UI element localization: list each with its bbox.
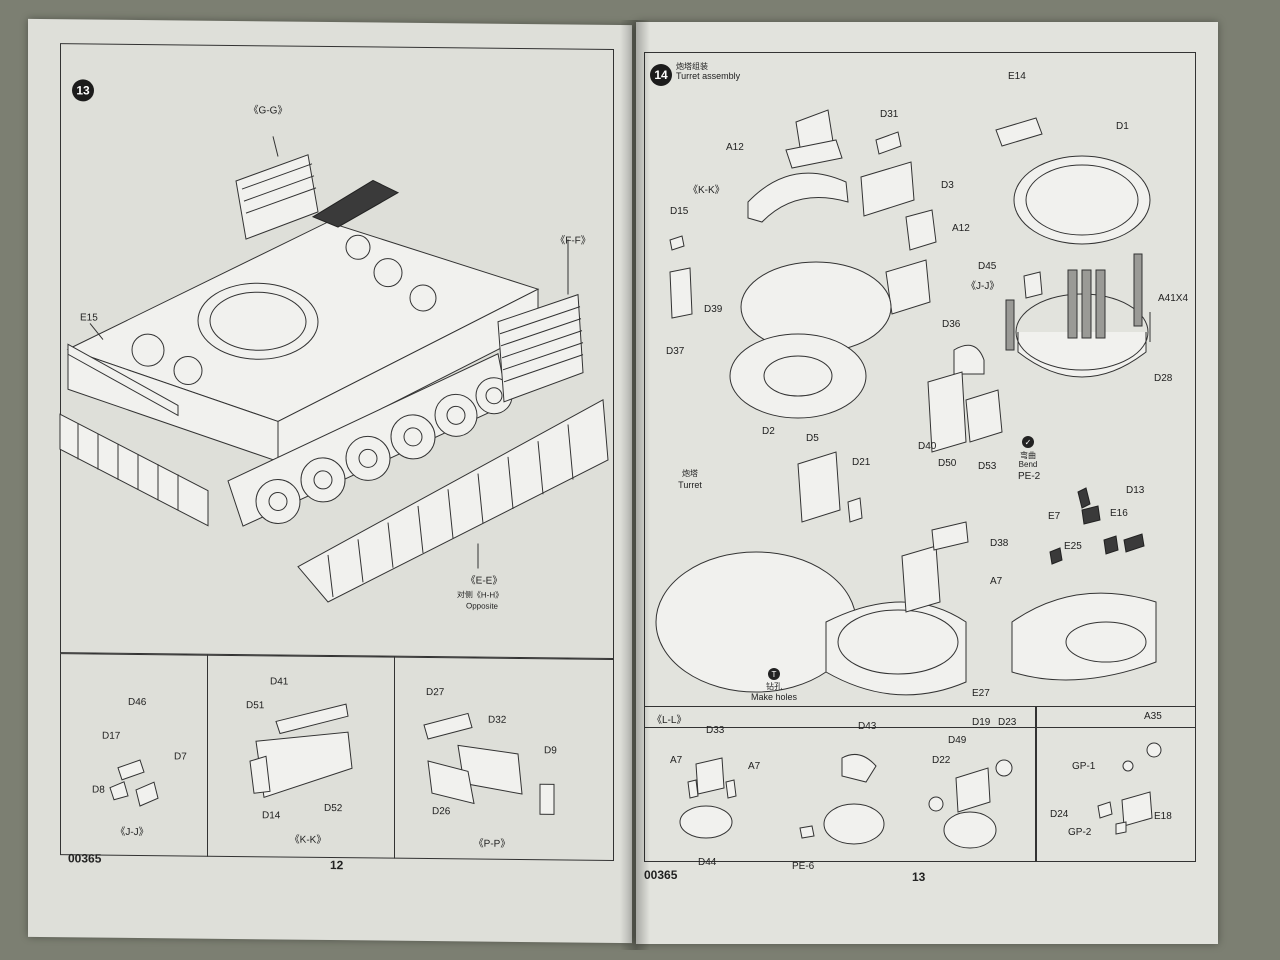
ll-part-d43: D43 <box>858 721 877 732</box>
page-number-right: 13 <box>912 870 926 884</box>
subpanel-parts-drawing <box>28 19 632 943</box>
bend-label-cn: 弯曲 <box>1020 451 1036 460</box>
part-pe2: PE-2 <box>1018 471 1041 482</box>
gp-part-e18: E18 <box>1154 811 1172 822</box>
holes-label: Make holes <box>750 692 798 702</box>
gp-part-gp2: GP-2 <box>1068 827 1092 838</box>
instruction-page-left: 13 <box>28 18 632 944</box>
part-e25: E25 <box>1064 541 1082 552</box>
pp-part-2: D32 <box>488 714 507 726</box>
turret-label: Turret <box>678 480 702 490</box>
kit-code-right: 00365 <box>644 868 678 882</box>
ll-part-d19: D19 <box>972 717 991 728</box>
ll-parts-drawing <box>636 22 1218 944</box>
turret-drawing <box>636 22 1218 944</box>
ll-caption: 《L-L》 <box>652 715 687 726</box>
gp-part-gp1: GP-1 <box>1072 761 1096 772</box>
part-jj: 《J-J》 <box>966 281 1000 292</box>
part-d50: D50 <box>938 458 957 469</box>
part-d1: D1 <box>1116 121 1129 132</box>
book-spine-shadow <box>620 20 650 950</box>
part-d39: D39 <box>704 304 723 315</box>
part-d37: D37 <box>666 346 685 357</box>
drill-symbol-icon: T <box>768 668 780 680</box>
pp-part-4: D26 <box>432 806 451 818</box>
part-d21: D21 <box>852 457 871 468</box>
part-d36: D36 <box>942 319 961 330</box>
step-14-frame <box>644 52 1196 728</box>
kk-part-2: D51 <box>246 700 265 712</box>
part-a12-right: A12 <box>952 223 970 234</box>
part-d38: D38 <box>990 538 1009 549</box>
ll-part-pe6: PE-6 <box>792 861 815 872</box>
part-d40: D40 <box>918 441 937 452</box>
step-14-badge: 14 <box>650 64 672 86</box>
jj-part-3: D7 <box>174 751 187 763</box>
part-d2: D2 <box>762 426 775 437</box>
jj-part-4: D8 <box>92 784 105 796</box>
part-d31: D31 <box>880 109 899 120</box>
pp-part-3: D9 <box>544 745 557 757</box>
ll-part-d33: D33 <box>706 725 725 736</box>
turret-label-cn: 炮塔 <box>682 469 698 478</box>
kk-caption: 《K-K》 <box>289 834 327 846</box>
ll-part-a7-left: A7 <box>670 755 683 766</box>
part-a12-top: A12 <box>726 142 744 153</box>
part-kk: 《K-K》 <box>688 185 725 196</box>
page-number-left: 12 <box>330 858 344 873</box>
part-d15: D15 <box>670 206 689 217</box>
subpanel-ll <box>644 706 1036 862</box>
part-e27: E27 <box>972 688 990 699</box>
ll-part-d23: D23 <box>998 717 1017 728</box>
hull-drawing <box>28 19 632 943</box>
kk-part-1: D41 <box>270 676 289 688</box>
part-d53: D53 <box>978 461 997 472</box>
jj-caption: 《J-J》 <box>115 826 149 839</box>
part-e7: E7 <box>1048 511 1061 522</box>
ll-part-a7-right: A7 <box>748 761 761 772</box>
part-e14: E14 <box>1008 71 1026 82</box>
part-a7: A7 <box>990 576 1003 587</box>
part-d5: D5 <box>806 433 819 444</box>
ll-part-d44: D44 <box>698 857 717 868</box>
gp-part-d24: D24 <box>1050 809 1069 820</box>
part-e16: E16 <box>1110 508 1128 519</box>
kit-code-left: 00365 <box>68 851 102 866</box>
ll-part-d22: D22 <box>932 755 951 766</box>
pp-part-1: D27 <box>426 687 445 699</box>
part-d13: D13 <box>1126 485 1145 496</box>
pp-caption: 《P-P》 <box>473 838 511 850</box>
subpanel-gp <box>1036 706 1196 862</box>
step-14-title: Turret assembly <box>676 71 741 81</box>
gp-part-a35: A35 <box>1144 711 1162 722</box>
jj-part-2: D17 <box>102 730 121 742</box>
part-d28: D28 <box>1154 373 1173 384</box>
kk-part-3: D14 <box>262 810 281 822</box>
instruction-page-right: 14 炮塔组装 Turret assembly <box>636 22 1218 944</box>
jj-part-1: D46 <box>128 696 147 709</box>
kk-part-4: D52 <box>324 802 343 815</box>
step-14-title-cn: 炮塔组装 <box>676 62 708 71</box>
bend-symbol-icon: ✓ <box>1022 436 1034 448</box>
part-d3: D3 <box>941 180 954 191</box>
holes-label-cn: 钻孔 <box>766 682 782 691</box>
part-a41x4: A41X4 <box>1158 293 1189 304</box>
bend-label: Bend <box>1018 460 1038 469</box>
ll-part-d49: D49 <box>948 735 967 746</box>
part-d45: D45 <box>978 261 997 272</box>
